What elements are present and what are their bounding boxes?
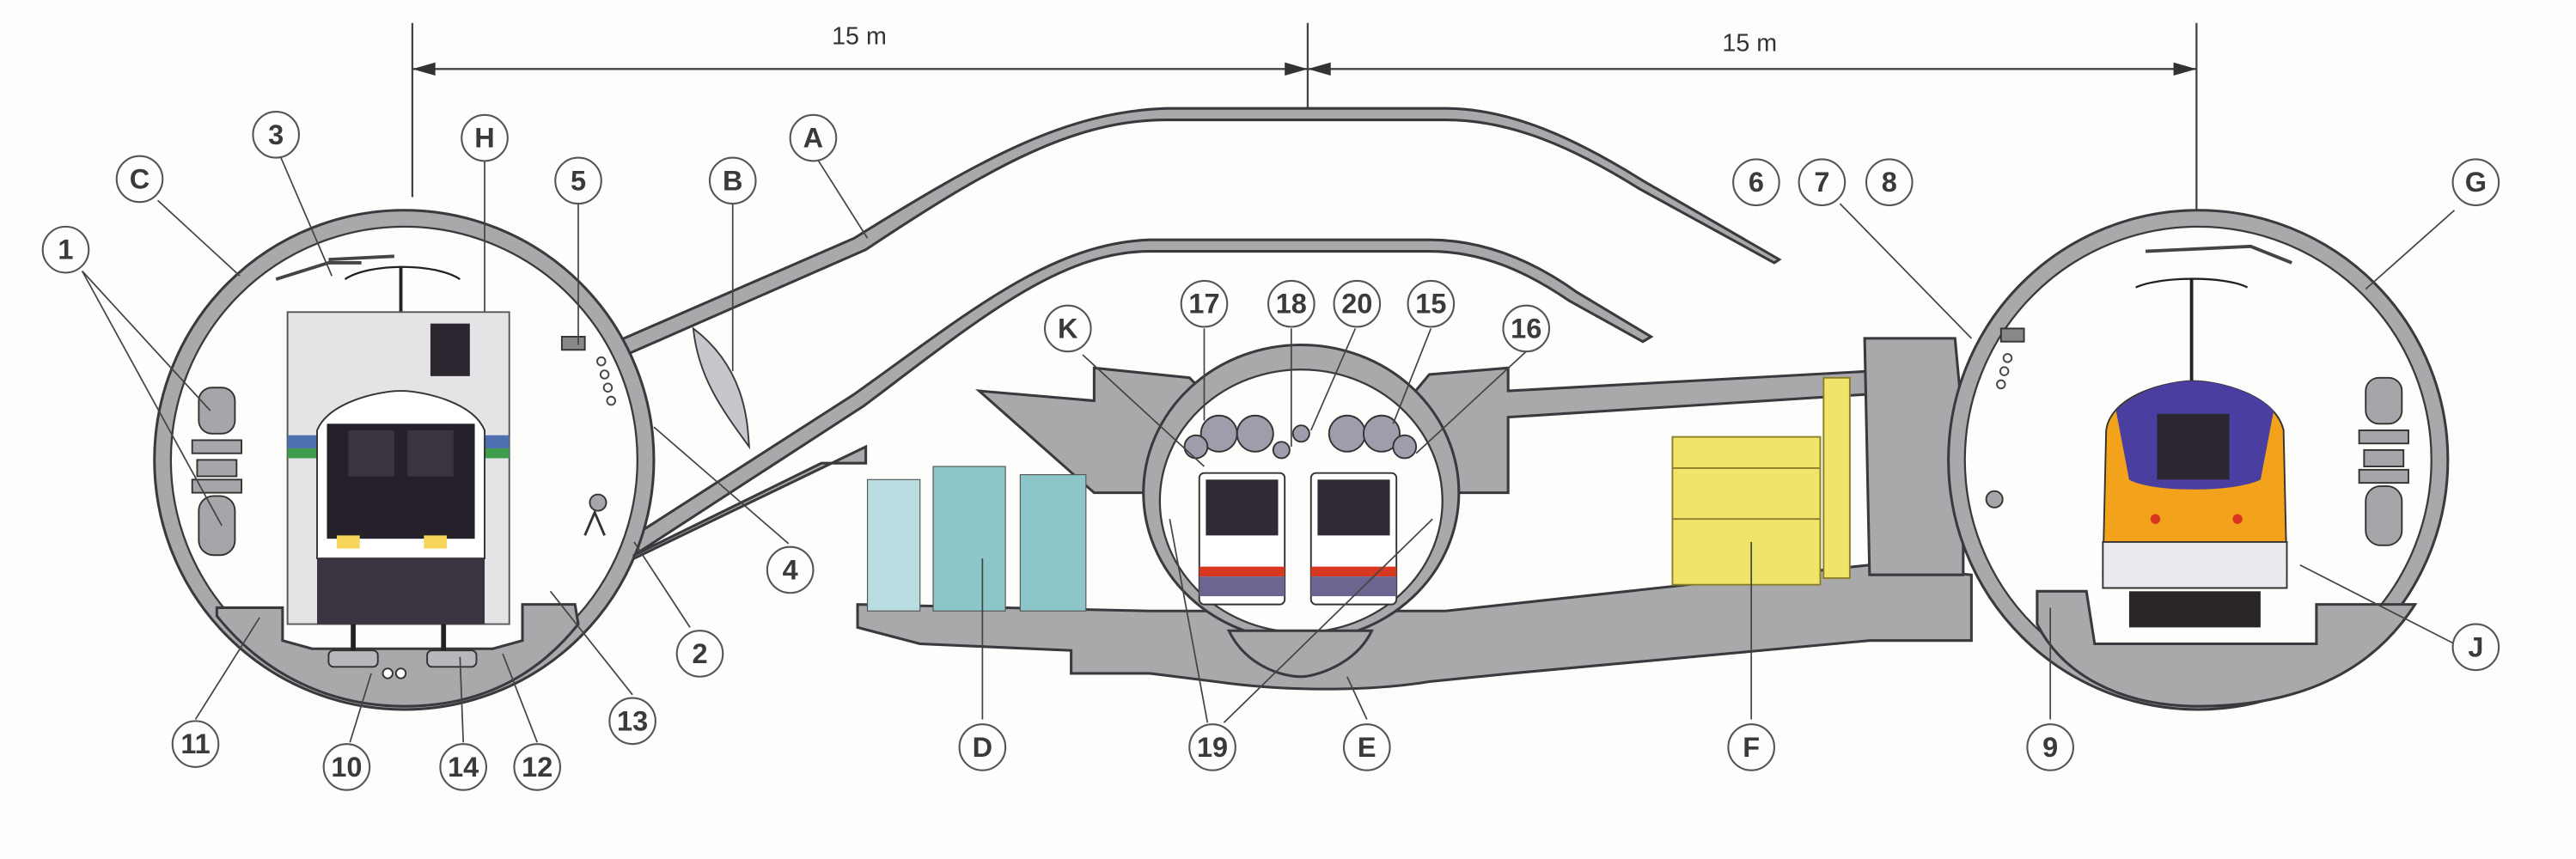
svg-text:C: C <box>130 163 150 194</box>
containers-D <box>866 466 1087 612</box>
svg-text:G: G <box>2465 167 2487 198</box>
svg-text:4: 4 <box>783 554 798 585</box>
svg-text:17: 17 <box>1188 289 1219 320</box>
svg-text:1: 1 <box>58 235 73 265</box>
svg-text:8: 8 <box>1882 167 1897 198</box>
svg-text:9: 9 <box>2042 732 2058 763</box>
shuttle-train-left <box>286 311 510 651</box>
svg-text:18: 18 <box>1276 289 1307 320</box>
callout-16: 16 <box>1502 304 1551 353</box>
callout-J: J <box>2451 623 2500 672</box>
svg-text:E: E <box>1358 732 1377 763</box>
callout-G: G <box>2451 158 2500 207</box>
dimension-lines: 15 m 15 m <box>411 23 2198 210</box>
svg-text:D: D <box>973 732 992 763</box>
callout-14: 14 <box>439 743 488 791</box>
svg-text:14: 14 <box>448 752 479 783</box>
svg-text:J: J <box>2468 631 2483 662</box>
callout-D: D <box>958 723 1007 771</box>
callout-18: 18 <box>1267 279 1315 328</box>
callout-6: 6 <box>1732 158 1780 207</box>
right-rail-tunnel <box>1863 209 2450 711</box>
leader-lines <box>81 157 2456 743</box>
svg-text:H: H <box>474 123 494 154</box>
callout-12: 12 <box>513 743 562 791</box>
callout-1: 1 <box>41 225 90 274</box>
callout-15: 15 <box>1407 279 1456 328</box>
callout-20: 20 <box>1333 279 1382 328</box>
svg-text:K: K <box>1058 313 1078 344</box>
callout-7: 7 <box>1798 158 1847 207</box>
callout-10: 10 <box>322 743 371 791</box>
dimension-label-right: 15 m <box>1722 29 1777 57</box>
svg-text:16: 16 <box>1511 313 1541 344</box>
svg-text:3: 3 <box>268 119 284 150</box>
svg-text:13: 13 <box>617 705 648 736</box>
callout-9: 9 <box>2026 723 2074 771</box>
callout-8: 8 <box>1865 158 1914 207</box>
callout-5: 5 <box>554 156 602 205</box>
callout-13: 13 <box>608 697 656 746</box>
callout-H: H <box>461 113 509 162</box>
svg-text:6: 6 <box>1749 167 1764 198</box>
svg-text:7: 7 <box>1814 167 1829 198</box>
callout-3: 3 <box>252 110 301 159</box>
service-vehicle-right <box>1309 472 1398 606</box>
pressure-relief-duct <box>599 107 1782 557</box>
svg-text:11: 11 <box>180 728 210 759</box>
callout-E: E <box>1342 723 1391 771</box>
cargo-F <box>1671 376 1851 586</box>
callout-4: 4 <box>766 545 815 594</box>
callout-11: 11 <box>171 720 220 768</box>
callout-A: A <box>789 113 838 162</box>
callout-B: B <box>708 156 757 205</box>
callout-19: 19 <box>1188 723 1236 771</box>
left-rail-tunnel <box>153 209 656 711</box>
svg-text:2: 2 <box>692 638 707 669</box>
signal-equipment-right <box>2358 376 2409 546</box>
callout-C: C <box>115 155 164 204</box>
svg-text:12: 12 <box>522 752 552 783</box>
callout-2: 2 <box>675 630 724 678</box>
svg-text:B: B <box>723 165 742 196</box>
callout-17: 17 <box>1180 279 1229 328</box>
service-tunnel <box>632 344 1973 691</box>
high-speed-train-right <box>2102 380 2288 628</box>
callout-K: K <box>1043 304 1092 353</box>
signal-equipment-left <box>191 387 243 557</box>
callouts: A B C D E F G H J K 1 2 3 4 5 6 7 8 9 10… <box>41 110 2500 791</box>
svg-text:20: 20 <box>1341 289 1372 320</box>
svg-text:19: 19 <box>1197 732 1228 763</box>
svg-text:A: A <box>803 123 823 154</box>
callout-F: F <box>1727 723 1776 771</box>
svg-text:5: 5 <box>571 165 586 196</box>
svg-text:10: 10 <box>331 752 362 783</box>
svg-text:F: F <box>1743 732 1760 763</box>
service-vehicle-left <box>1198 472 1286 606</box>
dimension-label-left: 15 m <box>832 23 887 51</box>
svg-text:15: 15 <box>1415 289 1446 320</box>
